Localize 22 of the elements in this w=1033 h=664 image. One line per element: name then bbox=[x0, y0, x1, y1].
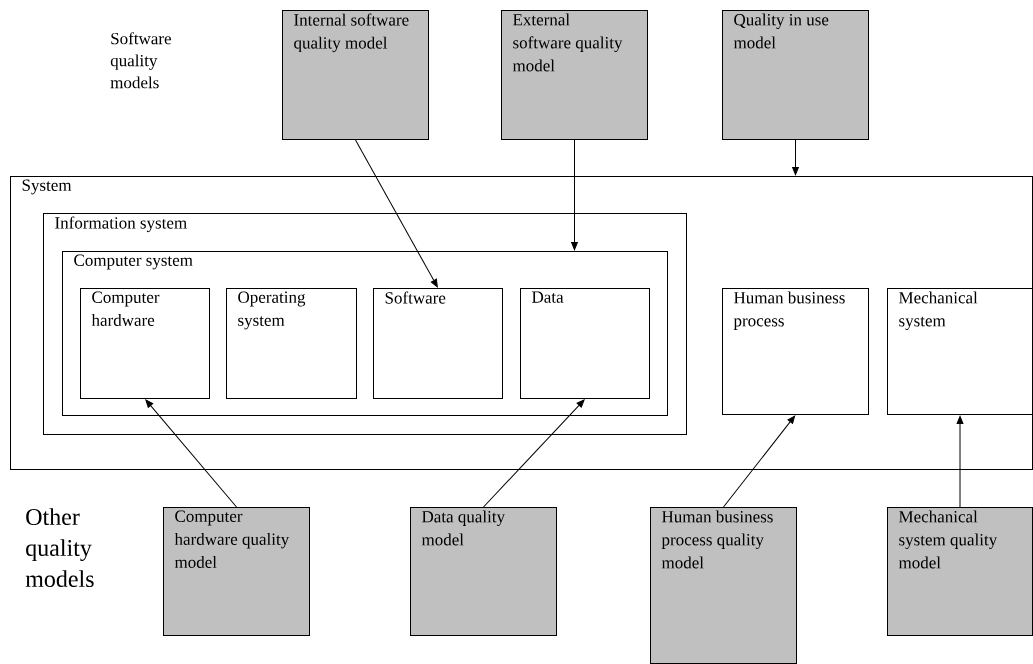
arrow bbox=[956, 415, 964, 508]
group-label: Software quality models bbox=[110, 32, 171, 89]
arrow bbox=[145, 399, 237, 508]
model-box: Internal software quality model bbox=[282, 10, 429, 140]
arrow bbox=[571, 139, 578, 251]
model-box: Computer hardware quality model bbox=[163, 507, 310, 636]
component-box: Operating system bbox=[226, 288, 357, 399]
arrow bbox=[792, 139, 799, 176]
component-box: Data bbox=[520, 288, 650, 399]
model-box: Mechanical system quality model bbox=[887, 507, 1033, 636]
group-label: Other quality models bbox=[25, 508, 94, 588]
component-box: Human business process bbox=[722, 288, 869, 415]
model-box: Human business process quality model bbox=[650, 507, 797, 664]
component-box: Software bbox=[373, 288, 503, 399]
component-box: Computer hardware bbox=[80, 288, 210, 399]
arrow bbox=[355, 139, 438, 288]
arrow bbox=[483, 399, 585, 508]
component-box: Mechanical system bbox=[887, 288, 1033, 415]
model-box: Quality in use model bbox=[722, 10, 869, 140]
model-box: Data quality model bbox=[410, 507, 557, 636]
model-box: External software quality model bbox=[501, 10, 648, 140]
arrow bbox=[723, 415, 796, 508]
